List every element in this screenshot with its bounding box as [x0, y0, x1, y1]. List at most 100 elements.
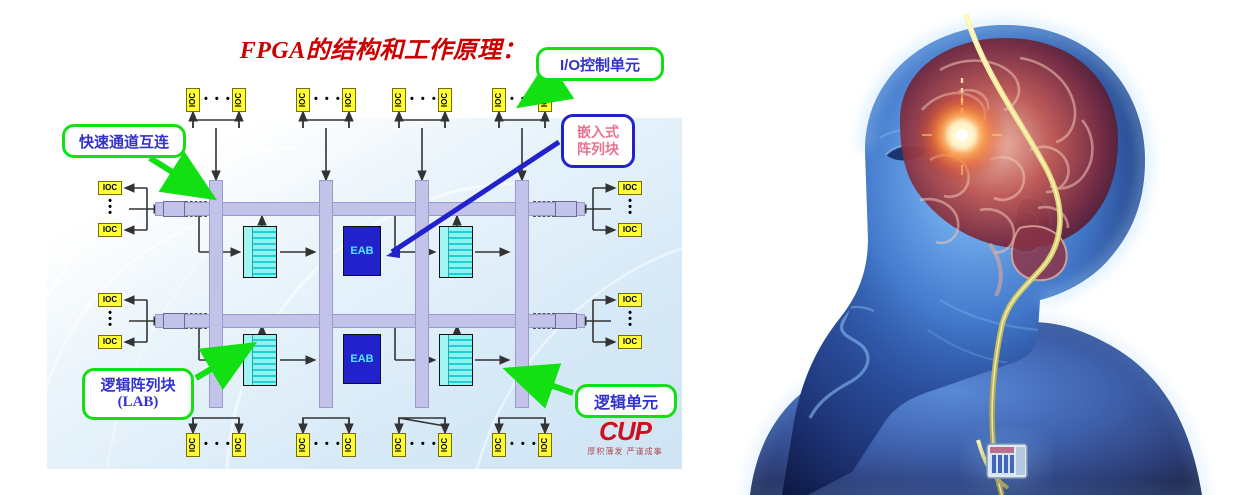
- bus-gap-right-top: [533, 201, 555, 217]
- horizontal-bus-bottom: [155, 314, 585, 328]
- ioc-pad[interactable]: IOC: [618, 181, 642, 195]
- logic-array-block[interactable]: [243, 226, 277, 278]
- ioc-label: IOC: [622, 295, 638, 304]
- logic-array-block[interactable]: [439, 226, 473, 278]
- ioc-pad[interactable]: IOC: [232, 433, 246, 457]
- ioc-label: IOC: [540, 437, 550, 453]
- ioc-label: IOC: [234, 92, 244, 108]
- ioc-ellipsis-vertical: •••: [108, 307, 112, 331]
- ioc-ellipsis-vertical: •••: [108, 195, 112, 219]
- callout-embedded-array-block[interactable]: 嵌入式 阵列块: [561, 114, 635, 168]
- eab-label: EAB: [350, 353, 374, 365]
- ioc-label: IOC: [622, 337, 638, 346]
- ioc-ellipsis: • • •: [510, 93, 538, 105]
- ioc-pad[interactable]: IOC: [538, 433, 552, 457]
- ioc-label: IOC: [102, 295, 118, 304]
- ioc-label: IOC: [344, 92, 354, 108]
- ioc-pad[interactable]: IOC: [618, 335, 642, 349]
- callout-label-line2: 阵列块: [577, 141, 619, 157]
- ioc-ellipsis: • • •: [204, 93, 232, 105]
- ioc-label: IOC: [394, 437, 404, 453]
- ioc-pad[interactable]: IOC: [392, 88, 406, 112]
- callout-label: 快速通道互连: [78, 133, 169, 151]
- bus-stub-left-top: [163, 201, 185, 217]
- embedded-array-block[interactable]: EAB: [343, 334, 381, 384]
- panel-top-white-strip: [47, 88, 682, 118]
- ioc-pad[interactable]: IOC: [98, 293, 122, 307]
- ioc-label: IOC: [494, 92, 504, 108]
- callout-label-line2: (LAB): [117, 394, 159, 410]
- ioc-pad[interactable]: IOC: [392, 433, 406, 457]
- ioc-label: IOC: [188, 437, 198, 453]
- ioc-pad[interactable]: IOC: [342, 88, 356, 112]
- ioc-label: IOC: [622, 225, 638, 234]
- ioc-pad[interactable]: IOC: [438, 88, 452, 112]
- ioc-label: IOC: [494, 437, 504, 453]
- dbs-illustration: [690, 0, 1258, 495]
- connection-wires: [123, 110, 617, 435]
- bus-stub-right-bottom: [555, 313, 577, 329]
- ioc-pad[interactable]: IOC: [342, 433, 356, 457]
- callout-logic-array-block[interactable]: 逻辑阵列块 (LAB): [82, 368, 194, 420]
- ioc-pad[interactable]: IOC: [98, 335, 122, 349]
- ioc-pad[interactable]: IOC: [232, 88, 246, 112]
- ioc-pad[interactable]: IOC: [618, 223, 642, 237]
- stimulation-point: [956, 129, 968, 141]
- ioc-ellipsis: • • •: [204, 438, 232, 450]
- lab-spine: [244, 335, 253, 385]
- ioc-pad[interactable]: IOC: [296, 433, 310, 457]
- bus-gap-right-bottom: [533, 313, 555, 329]
- ioc-label: IOC: [622, 183, 638, 192]
- lab-spine: [244, 227, 253, 277]
- ioc-pad[interactable]: IOC: [98, 181, 122, 195]
- logic-array-block[interactable]: [243, 334, 277, 386]
- fpga-slide: FPGA的结构和工作原理：: [47, 38, 684, 469]
- ioc-ellipsis: • • •: [314, 93, 342, 105]
- ioc-pad[interactable]: IOC: [538, 88, 552, 112]
- bus-stub-right-top: [555, 201, 577, 217]
- callout-label: I/O控制单元: [559, 56, 640, 74]
- ioc-pad[interactable]: IOC: [492, 88, 506, 112]
- vertical-bus-1: [209, 180, 223, 408]
- logic-array-block[interactable]: [439, 334, 473, 386]
- callout-fast-channel-interconnect[interactable]: 快速通道互连: [62, 124, 186, 158]
- ioc-label: IOC: [440, 92, 450, 108]
- embedded-array-block[interactable]: EAB: [343, 226, 381, 276]
- ioc-pad[interactable]: IOC: [618, 293, 642, 307]
- ioc-ellipsis: • • •: [410, 438, 438, 450]
- ioc-pad[interactable]: IOC: [438, 433, 452, 457]
- callout-label: 逻辑单元: [593, 395, 658, 412]
- ioc-pad[interactable]: IOC: [98, 223, 122, 237]
- ioc-pad[interactable]: IOC: [492, 433, 506, 457]
- ioc-label: IOC: [344, 437, 354, 453]
- vertical-bus-2: [319, 180, 333, 408]
- ioc-pad[interactable]: IOC: [186, 88, 200, 112]
- lab-spine: [440, 335, 449, 385]
- bus-gap-left-bottom: [185, 313, 207, 329]
- ioc-label: IOC: [540, 92, 550, 108]
- cup-logo-tagline: 厚积薄发 严谨成事: [587, 447, 663, 456]
- cup-logo: CUP 厚积薄发 严谨成事: [566, 418, 684, 457]
- ioc-ellipsis-vertical: •••: [628, 195, 632, 219]
- ioc-pad[interactable]: IOC: [296, 88, 310, 112]
- page-title: FPGA的结构和工作原理：: [239, 38, 527, 64]
- ioc-ellipsis: • • •: [314, 438, 342, 450]
- ioc-pad[interactable]: IOC: [186, 433, 200, 457]
- ioc-label: IOC: [188, 92, 198, 108]
- bus-gap-left-top: [185, 201, 207, 217]
- ioc-label: IOC: [298, 437, 308, 453]
- ioc-label: IOC: [234, 437, 244, 453]
- ioc-ellipsis: • • •: [510, 438, 538, 450]
- lab-spine: [440, 227, 449, 277]
- callout-label-line1: 嵌入式: [577, 124, 619, 141]
- eab-label: EAB: [350, 245, 374, 257]
- callout-io-control-unit[interactable]: I/O控制单元: [536, 47, 664, 81]
- callout-logic-element[interactable]: 逻辑单元: [575, 384, 677, 418]
- ioc-label: IOC: [102, 337, 118, 346]
- vertical-bus-3: [415, 180, 429, 408]
- bus-stub-left-bottom: [163, 313, 185, 329]
- ioc-label: IOC: [440, 437, 450, 453]
- cup-logo-name: CUP: [599, 416, 652, 446]
- vertical-bus-4: [515, 180, 529, 408]
- deep-brain-stimulation-image: [690, 0, 1258, 495]
